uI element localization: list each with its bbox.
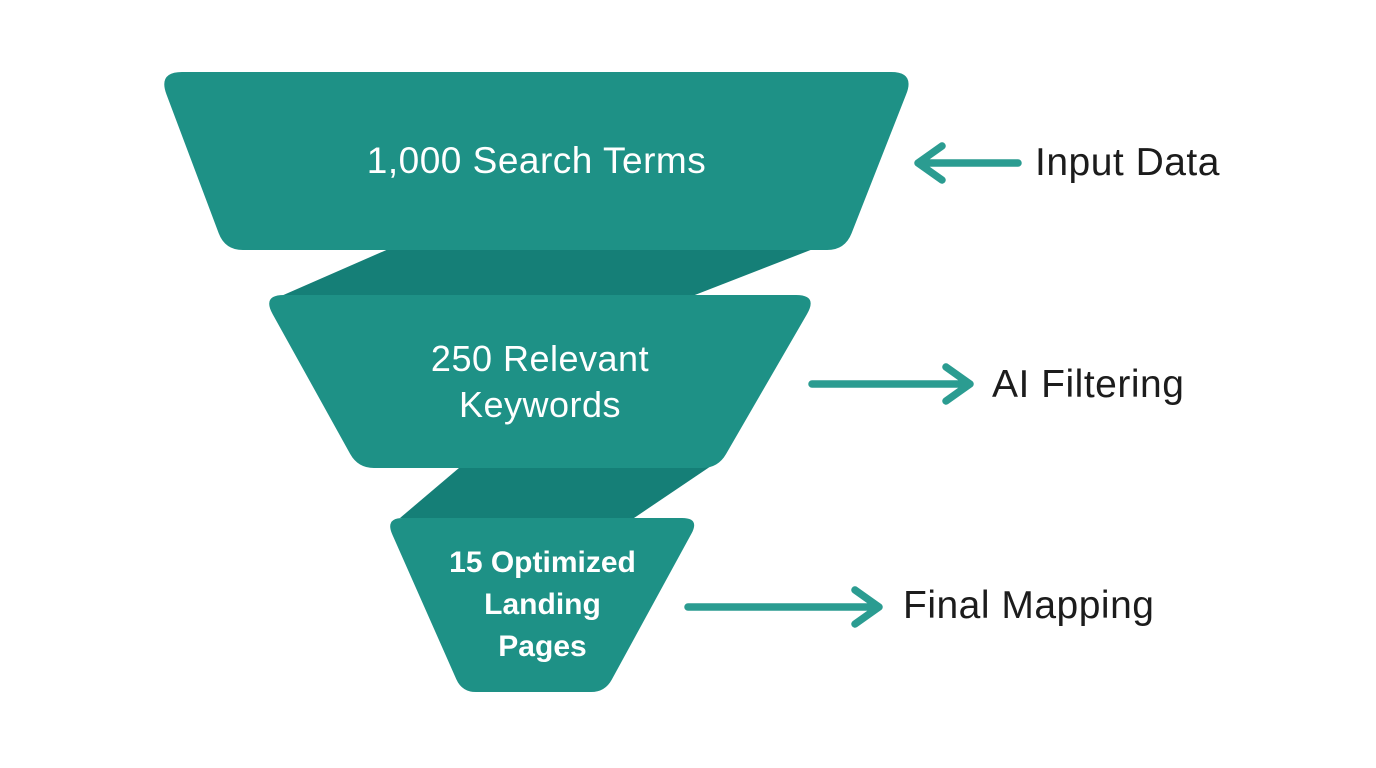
funnel-stage-1-shape <box>164 72 909 250</box>
final-mapping-arrow-right-icon <box>684 586 883 628</box>
funnel-stage-2-shape <box>269 295 811 468</box>
input-data-arrow-left-icon <box>914 142 1022 184</box>
annotation-ai-filtering-label: AI Filtering <box>992 363 1185 406</box>
annotation-input-data-label: Input Data <box>1035 141 1220 184</box>
ai-filtering-arrow-right-icon <box>808 363 974 405</box>
funnel-fold-1-shape <box>272 244 826 300</box>
funnel-stage-3-shape <box>390 518 695 692</box>
annotation-final-mapping-label: Final Mapping <box>903 584 1155 627</box>
funnel-fold-2-shape <box>400 462 717 518</box>
